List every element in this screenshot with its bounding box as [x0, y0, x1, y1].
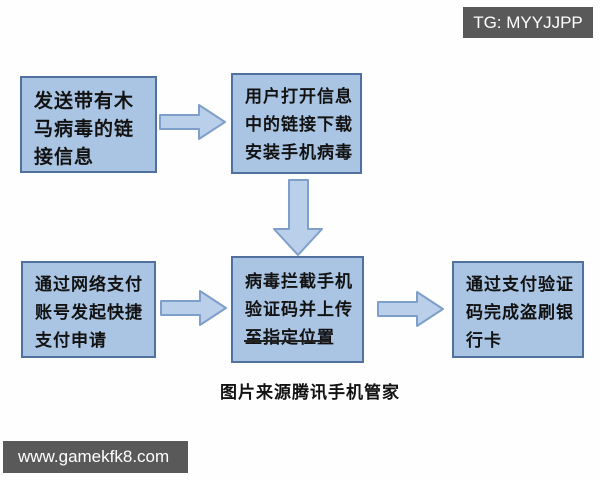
- flow-node-initiate-payment: 通过网络支付 账号发起快捷 支付申请: [21, 261, 156, 358]
- underline-decoration: [244, 340, 330, 342]
- flow-node-send-trojan-link: 发送带有木 马病毒的链 接信息: [20, 76, 157, 173]
- arrow-right-icon: [377, 291, 444, 327]
- arrow-down-icon: [273, 179, 323, 256]
- image-source-caption: 图片来源腾讯手机管家: [220, 383, 400, 402]
- flow-node-intercept-sms-code: 病毒拦截手机 验证码并上传 至指定位置: [231, 256, 364, 363]
- arrow-right-icon: [159, 104, 226, 140]
- site-watermark: www.gamekfk8.com: [3, 441, 188, 473]
- flow-node-user-opens-link: 用户打开信息 中的链接下载 安装手机病毒: [231, 73, 362, 174]
- arrow-right-icon: [160, 290, 227, 326]
- tg-contact-badge: TG: MYYJJPP: [463, 7, 593, 38]
- flow-node-steal-bank-card: 通过支付验证 码完成盗刷银 行卡: [452, 261, 584, 358]
